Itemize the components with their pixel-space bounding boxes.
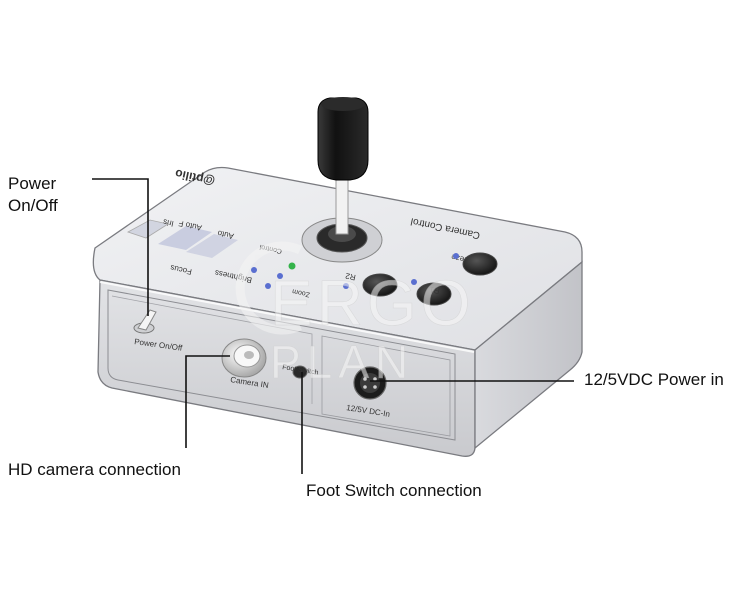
watermark-line2: PLAN bbox=[270, 336, 414, 388]
device-right-side bbox=[474, 260, 583, 450]
watermark-line1: ERGO bbox=[270, 267, 474, 339]
focus-label: Focus bbox=[169, 263, 192, 276]
zoom-label: Zoom bbox=[292, 287, 311, 298]
power-callout-line1: Power bbox=[8, 174, 57, 193]
iris-label: Iris bbox=[162, 217, 174, 228]
power-callout-line2: On/Off bbox=[8, 196, 58, 215]
callout-lines bbox=[92, 178, 574, 474]
r1-label: R1 bbox=[428, 285, 440, 296]
power-toggle-switch[interactable] bbox=[133, 309, 157, 334]
device-body: Power On/Off Camera IN Foot Switch bbox=[92, 97, 583, 457]
power-in-callout: 12/5VDC Power in bbox=[584, 370, 724, 389]
top-left-pad-2 bbox=[158, 226, 212, 250]
dc-power-socket[interactable] bbox=[353, 366, 387, 400]
foot-switch-jack[interactable] bbox=[292, 365, 308, 379]
device-front-face bbox=[97, 279, 476, 457]
led-blue-4 bbox=[343, 283, 349, 289]
watermark: ERGO PLAN bbox=[235, 241, 474, 388]
led-blue-2 bbox=[277, 273, 283, 279]
led-blue-1 bbox=[251, 267, 257, 273]
top-left-pad-3 bbox=[186, 234, 238, 258]
power-callout: Power On/Off bbox=[8, 173, 58, 217]
hd-camera-leader-line bbox=[185, 355, 230, 448]
led-blue-6 bbox=[411, 279, 417, 285]
power-leader-line bbox=[92, 178, 149, 316]
r2-label: R2 bbox=[344, 271, 356, 282]
auto-label: Auto bbox=[216, 228, 235, 240]
r1-button[interactable] bbox=[416, 282, 452, 306]
led-green bbox=[288, 262, 296, 270]
camera-bnc-connector[interactable] bbox=[221, 338, 267, 378]
led-blue-5 bbox=[453, 253, 459, 259]
joystick[interactable] bbox=[301, 97, 383, 263]
foot-switch-callout: Foot Switch connection bbox=[306, 481, 482, 500]
led-blue-3 bbox=[265, 283, 271, 289]
front-inset-panel bbox=[107, 289, 456, 441]
freeze-button[interactable] bbox=[462, 252, 498, 276]
r2-button[interactable] bbox=[362, 273, 398, 297]
hd-camera-callout: HD camera connection bbox=[8, 460, 181, 479]
